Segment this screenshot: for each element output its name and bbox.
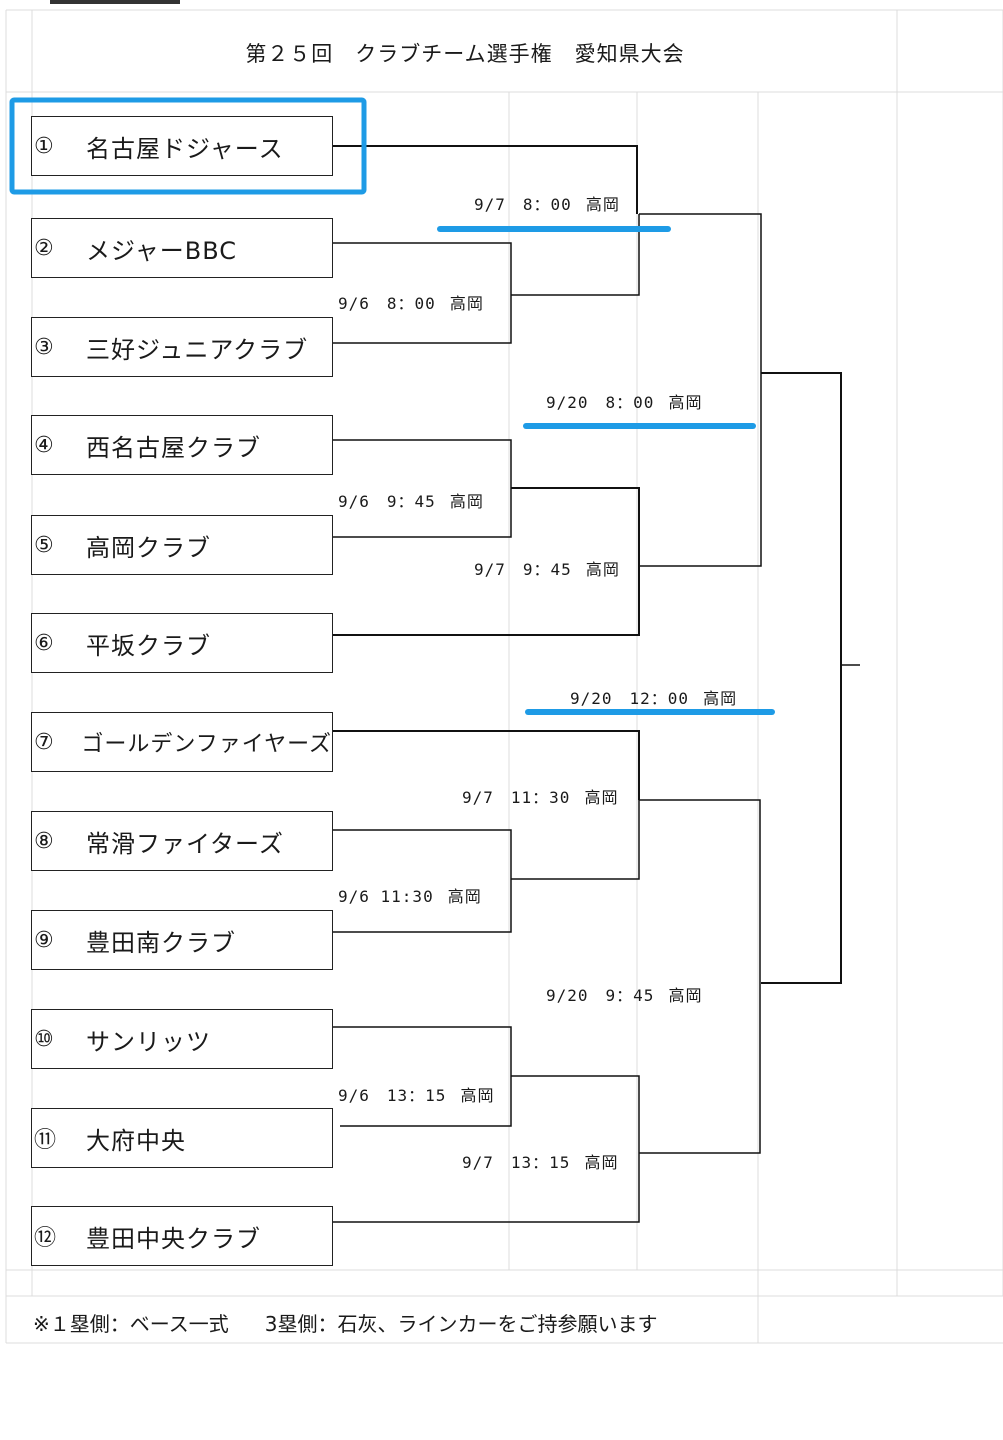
- team-box: ⑫ 豊田中央クラブ: [31, 1206, 333, 1266]
- team-box: ⑥ 平坂クラブ: [31, 613, 333, 673]
- team-number: ①: [34, 133, 54, 159]
- team-box: ⑤ 高岡クラブ: [31, 515, 333, 575]
- match-label: 9/7 13：15 高岡: [462, 1149, 618, 1173]
- match-label: 9/6 13：15 高岡: [338, 1082, 494, 1106]
- team-number: ⑪: [34, 1128, 57, 1153]
- team-number: ⑤: [34, 532, 54, 558]
- team-1-highlight-box: [9, 97, 367, 195]
- team-name: サンリッツ: [86, 1027, 211, 1056]
- team-name: メジャーBBC: [86, 236, 238, 265]
- team-name: 三好ジュニアクラブ: [86, 335, 309, 364]
- match-venue: 高岡: [703, 689, 738, 708]
- team-number: ⑩: [34, 1026, 54, 1052]
- team-box: ⑦ ゴールデンファイヤーズ: [31, 712, 333, 772]
- team-box: ⑧ 常滑ファイターズ: [31, 811, 333, 871]
- match-label: 9/6 9：45 高岡: [338, 488, 484, 512]
- match-label: 9/6 11:30 高岡: [338, 883, 482, 907]
- match-label: 9/20 12：00 高岡: [570, 685, 737, 709]
- note-first-base: ※１塁側：ベース一式: [33, 1312, 229, 1336]
- blue-highlights: [9, 97, 775, 715]
- team-name: 平坂クラブ: [86, 631, 211, 660]
- team-name: 名古屋ドジャース: [86, 134, 284, 163]
- match-label: 9/7 8：00 高岡: [474, 191, 620, 215]
- team-number: ⑧: [34, 828, 54, 854]
- team-name: ゴールデンファイヤーズ: [81, 732, 332, 757]
- match-venue: 高岡: [668, 986, 703, 1005]
- match-datetime: 9/7 8：00: [474, 195, 572, 214]
- grid-lines: [5, 9, 1003, 1344]
- footer-note: ※１塁側：ベース一式 3塁側：石灰、ラインカーをご持参願います: [33, 1308, 658, 1337]
- match-label: 9/20 8：00 高岡: [546, 389, 702, 413]
- page-title: 第２５回 クラブチーム選手権 愛知県大会: [245, 42, 685, 66]
- team-number: ⑦: [34, 729, 54, 755]
- match-label: 9/7 9：45 高岡: [474, 556, 620, 580]
- team-box: ③ 三好ジュニアクラブ: [31, 317, 333, 377]
- team-name: 豊田中央クラブ: [86, 1224, 261, 1253]
- team-name: 常滑ファイターズ: [86, 829, 284, 858]
- match-datetime: 9/6 11:30: [338, 887, 434, 906]
- top-edge-bar: [50, 0, 180, 4]
- match-venue: 高岡: [585, 560, 620, 579]
- team-box: ⑩ サンリッツ: [31, 1009, 333, 1069]
- match-venue: 高岡: [460, 1086, 495, 1105]
- match-venue: 高岡: [447, 887, 482, 906]
- note-third-base: 3塁側：石灰、ラインカーをご持参願います: [264, 1312, 658, 1336]
- team-number: ⑨: [34, 927, 54, 953]
- match-venue: 高岡: [584, 1153, 619, 1172]
- team-name: 西名古屋クラブ: [86, 433, 261, 462]
- team-number: ③: [34, 334, 54, 360]
- match-datetime: 9/20 12：00: [570, 689, 690, 708]
- match-label: 9/7 11：30 高岡: [462, 784, 618, 808]
- match-datetime: 9/6 8：00: [338, 294, 436, 313]
- match-datetime: 9/6 9：45: [338, 492, 436, 511]
- match-venue: 高岡: [585, 195, 620, 214]
- team-box: ⑪ 大府中央: [31, 1108, 333, 1168]
- match-label: 9/20 9：45 高岡: [546, 982, 702, 1006]
- match-datetime: 9/7 11：30: [462, 788, 571, 807]
- match-datetime: 9/20 8：00: [546, 393, 655, 412]
- match-datetime: 9/7 13：15: [462, 1153, 571, 1172]
- match-venue: 高岡: [449, 492, 484, 511]
- match-venue: 高岡: [449, 294, 484, 313]
- match-datetime: 9/7 9：45: [474, 560, 572, 579]
- match-datetime: 9/6 13：15: [338, 1086, 447, 1105]
- team-number: ④: [34, 432, 54, 458]
- team-number: ②: [34, 235, 54, 261]
- team-box: ⑨ 豊田南クラブ: [31, 910, 333, 970]
- team-name: 高岡クラブ: [86, 533, 211, 562]
- team-number: ⑥: [34, 630, 54, 656]
- team-box: ④ 西名古屋クラブ: [31, 415, 333, 475]
- team-box: ② メジャーBBC: [31, 218, 333, 278]
- team-number: ⑫: [34, 1226, 57, 1251]
- match-label: 9/6 8：00 高岡: [338, 290, 484, 314]
- bracket-connectors: [333, 145, 860, 1223]
- team-box: ① 名古屋ドジャース: [31, 116, 333, 176]
- team-name: 大府中央: [86, 1126, 186, 1155]
- match-venue: 高岡: [668, 393, 703, 412]
- match-datetime: 9/20 9：45: [546, 986, 655, 1005]
- team-name: 豊田南クラブ: [86, 928, 236, 957]
- match-venue: 高岡: [584, 788, 619, 807]
